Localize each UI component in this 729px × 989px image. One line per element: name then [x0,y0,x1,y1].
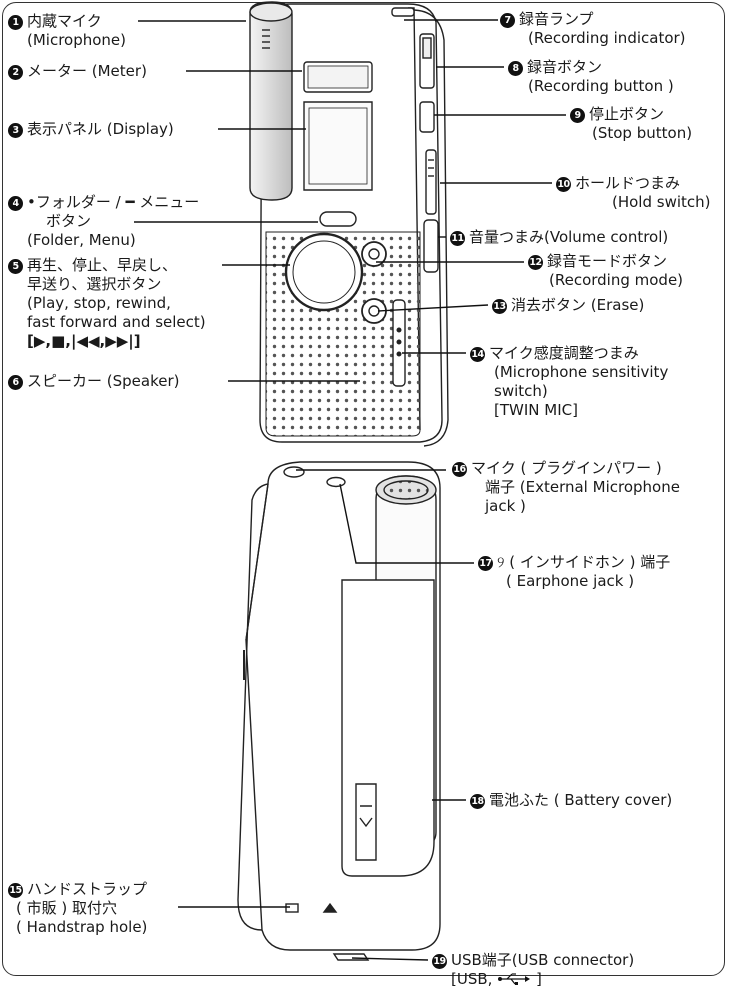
usb-icon [498,973,531,985]
earphone-icon: ୨ [497,553,505,571]
leader-lines [134,19,566,961]
recorder-back [237,461,441,961]
label-folder-menu: 4•フォルダー / ━ メニュー ボタン (Folder, Menu) [8,193,199,250]
diagram-frame [2,2,725,976]
recorder-front [249,1,449,447]
